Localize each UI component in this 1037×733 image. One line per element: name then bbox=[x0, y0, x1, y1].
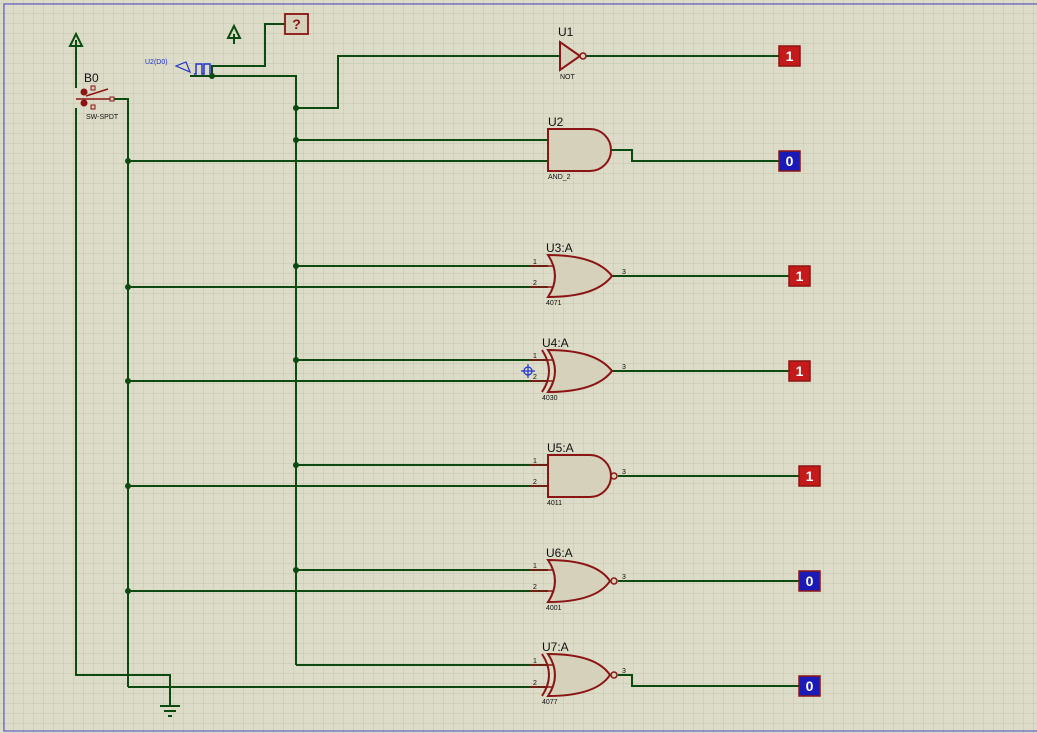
pin-number: 3 bbox=[622, 364, 626, 371]
probe-value: 0 bbox=[786, 153, 794, 169]
unknown-logic-probe[interactable]: ? bbox=[284, 13, 309, 35]
switch-toggle-up-icon[interactable] bbox=[80, 88, 88, 96]
gate-ref: U2 bbox=[548, 115, 564, 129]
gate-ref: U6:A bbox=[546, 546, 573, 560]
wires bbox=[75, 23, 799, 705]
switch-toggle-down-icon[interactable] bbox=[80, 99, 88, 107]
clock-waveform-icon bbox=[194, 63, 211, 75]
probe-value: 1 bbox=[796, 363, 804, 379]
gate-ref: U4:A bbox=[542, 336, 569, 350]
pin-number: 1 bbox=[533, 353, 537, 360]
logic-probe-u3[interactable]: 1 bbox=[788, 265, 811, 287]
switch-ref: B0 bbox=[84, 71, 99, 85]
clock-arrow-icon bbox=[174, 61, 192, 74]
sheet-border bbox=[3, 3, 1037, 732]
pin-number: 2 bbox=[533, 374, 537, 381]
pin-number: 3 bbox=[622, 668, 626, 675]
clock-power-terminal-icon[interactable] bbox=[226, 23, 242, 39]
pin-number: 1 bbox=[533, 658, 537, 665]
gate-u7-xnor[interactable]: U7:A 1 2 3 4077 bbox=[530, 640, 626, 706]
unknown-probe-text: ? bbox=[292, 16, 301, 32]
pin-number: 2 bbox=[533, 680, 537, 687]
pin-number: 3 bbox=[622, 269, 626, 276]
cursor-crosshair-icon bbox=[521, 364, 535, 378]
b0-bus bbox=[112, 98, 129, 687]
clock-generator[interactable]: U2(D0) bbox=[145, 59, 211, 75]
pin-number: 1 bbox=[533, 259, 537, 266]
pin-number: 3 bbox=[622, 574, 626, 581]
logic-probe-u4[interactable]: 1 bbox=[788, 360, 811, 382]
gate-u1-not[interactable]: U1 NOT bbox=[558, 25, 587, 81]
gate-type: 4001 bbox=[546, 605, 562, 612]
pin-number: 2 bbox=[533, 584, 537, 591]
probe-value: 1 bbox=[806, 468, 814, 484]
probe-value: 0 bbox=[806, 573, 814, 589]
pin-number: 2 bbox=[533, 479, 537, 486]
gate-ref: U7:A bbox=[542, 640, 569, 654]
logic-probe-u5[interactable]: 1 bbox=[798, 465, 821, 487]
gate-ref: U1 bbox=[558, 25, 574, 39]
logic-probe-u2[interactable]: 0 bbox=[778, 150, 801, 172]
gate-type: AND_2 bbox=[548, 174, 571, 181]
logic-probe-u6[interactable]: 0 bbox=[798, 570, 821, 592]
u7-output-wire bbox=[618, 674, 799, 687]
clock-to-unknown-probe bbox=[190, 23, 285, 77]
logic-probe-u7[interactable]: 0 bbox=[798, 675, 821, 697]
pin-number: 3 bbox=[622, 469, 626, 476]
gate-type: NOT bbox=[560, 74, 576, 81]
gate-type: 4011 bbox=[547, 500, 562, 507]
gate-u3-or[interactable]: U3:A 1 2 3 4071 bbox=[530, 241, 626, 307]
gate-u5-nand[interactable]: U5:A 1 2 3 4011 bbox=[530, 441, 626, 507]
gate-ref: U3:A bbox=[546, 241, 573, 255]
gate-u4-xor[interactable]: U4:A 1 2 3 4030 bbox=[530, 336, 626, 402]
pin-number: 1 bbox=[533, 563, 537, 570]
gate-type: 4071 bbox=[546, 300, 562, 307]
pin-number: 2 bbox=[533, 280, 537, 287]
gate-u2-and[interactable]: U2 AND_2 bbox=[547, 115, 612, 181]
gate-ref: U5:A bbox=[547, 441, 574, 455]
gate-type: 4077 bbox=[542, 699, 558, 706]
pin-number: 1 bbox=[533, 458, 537, 465]
switch-common-wire bbox=[75, 108, 171, 705]
gate-u6-nor[interactable]: U6:A 1 2 3 4001 bbox=[530, 546, 626, 612]
gate-type: 4030 bbox=[542, 395, 558, 402]
ground-icon[interactable] bbox=[160, 705, 180, 717]
u2-output-wire bbox=[612, 149, 779, 162]
junctions bbox=[125, 73, 299, 594]
switch-b0[interactable]: B0 SW-SPDT bbox=[76, 71, 119, 121]
clock-to-u1 bbox=[296, 55, 560, 109]
logic-probe-u1[interactable]: 1 bbox=[778, 45, 801, 67]
clock-label: U2(D0) bbox=[145, 59, 168, 66]
power-terminal-icon[interactable] bbox=[68, 31, 84, 47]
probe-value: 1 bbox=[786, 48, 794, 64]
switch-type: SW-SPDT bbox=[86, 114, 119, 121]
probe-value: 1 bbox=[796, 268, 804, 284]
probe-value: 0 bbox=[806, 678, 814, 694]
clock-bus bbox=[212, 75, 297, 665]
